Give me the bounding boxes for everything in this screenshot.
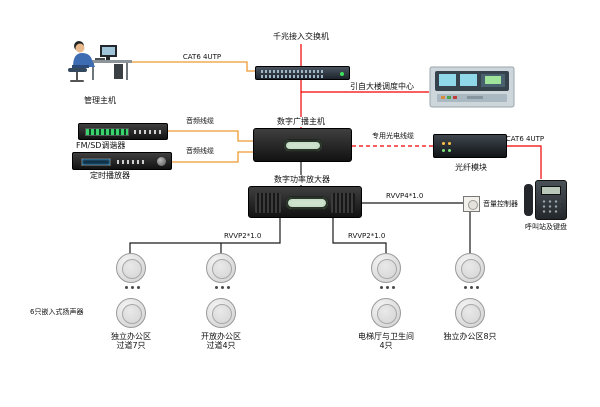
audio-cable-tuner-label: 音频线缆 [186,117,214,125]
speaker-zone-label: 独立办公区8只 [430,332,510,341]
fm-sd-tuner-label: FM/SD调谐器 [76,141,126,150]
ceiling-speaker [455,253,485,283]
tuner-display [85,128,129,136]
rvvp2-right-cable-label: RVVP2*1.0 [348,232,386,240]
speaker-zone-label: 开放办公区 过道4只 [181,332,261,350]
cat6-right-cable-line [507,145,542,179]
broadcast-host-device [253,128,352,162]
fiber-module-leds [442,142,445,145]
fm-sd-tuner-device [78,123,168,140]
timed-player-device [72,152,172,170]
amplifier-vent-right [331,193,355,213]
gigabit-switch-device [255,66,350,80]
zone-line: 开放办公区 [201,332,241,341]
ceiling-speaker [455,298,485,328]
switch-port-row-top [261,70,325,73]
rvvp4-cable-label: RVVP4*1.0 [386,192,424,200]
management-host-label: 管理主机 [84,96,116,105]
speaker-zone-label: 独立办公区 过道7只 [91,332,171,350]
ceiling-speaker [116,253,146,283]
audio-cable-player-line [172,151,254,163]
management-host-illustration [68,41,132,82]
cat6-left-cable-label: CAT6 4UTP [182,53,222,61]
broadcast-host-label: 数字广播主机 [256,117,346,127]
console-buttons [437,94,507,102]
player-buttons [117,160,147,164]
phone-body [535,180,567,220]
switch-led [340,72,344,76]
zone-line: 电梯厅与卫生间 [358,332,414,341]
switch-port-row-bottom [261,75,325,78]
amplifier-display [285,196,329,210]
fiber-module-label: 光纤模块 [455,163,487,172]
speaker-branch-left-line [129,218,281,254]
gigabit-switch-label: 千兆接入交换机 [273,32,329,41]
more-speakers-dots [464,286,479,289]
more-speakers-dots [125,286,140,289]
timed-player-label: 定时播放器 [90,171,130,180]
volume-controller-device [463,196,480,212]
player-knob [157,157,166,166]
zone-line: 4只 [379,341,393,350]
player-display [81,158,111,166]
dispatch-console-illustration [429,66,515,108]
ceiling-speaker [206,253,236,283]
desk-and-computer [90,45,132,80]
power-amplifier-label: 数字功率放大器 [252,175,352,185]
fiber-module-device [433,134,507,158]
ceiling-speaker [371,253,401,283]
phone-keypad [541,199,561,215]
power-amplifier-device [248,186,362,218]
cat6-left-cable-line [130,61,256,72]
call-station-label: 呼叫站及键盘 [525,223,567,231]
ceiling-speaker [371,298,401,328]
volume-controller-label: 音量控制器 [483,200,518,208]
person-figure [68,41,95,82]
zone-line: 过道4只 [206,341,236,350]
zone-line: 独立办公区 [111,332,151,341]
ceiling-speaker [206,298,236,328]
cat6-right-cable-label: CAT6 4UTP [505,135,545,143]
rvvp2-left-cable-label: RVVP2*1.0 [224,232,262,240]
audio-cable-player-label: 音频线缆 [186,147,214,155]
console-screens [439,74,505,87]
speaker-zone-label: 电梯厅与卫生间 4只 [346,332,426,350]
dispatch-center-label: 引自大楼调度中心 [350,82,414,91]
amplifier-vent-left [255,193,281,213]
embedded-speakers-label: 6只嵌入式扬声器 [30,308,84,316]
more-speakers-dots [215,286,230,289]
phone-handset-icon [524,184,533,216]
host-display [283,139,323,152]
zone-line: 独立办公区8只 [443,332,497,341]
phone-screen [541,186,561,195]
ceiling-speaker [116,298,146,328]
call-station-device [524,178,570,220]
optical-cable-label: 专用光电线缆 [372,132,414,140]
speaker-branch-right-line [332,218,387,254]
tuner-buttons [134,130,162,134]
more-speakers-dots [380,286,395,289]
audio-cable-tuner-line [168,130,254,142]
zone-line: 过道7只 [116,341,146,350]
